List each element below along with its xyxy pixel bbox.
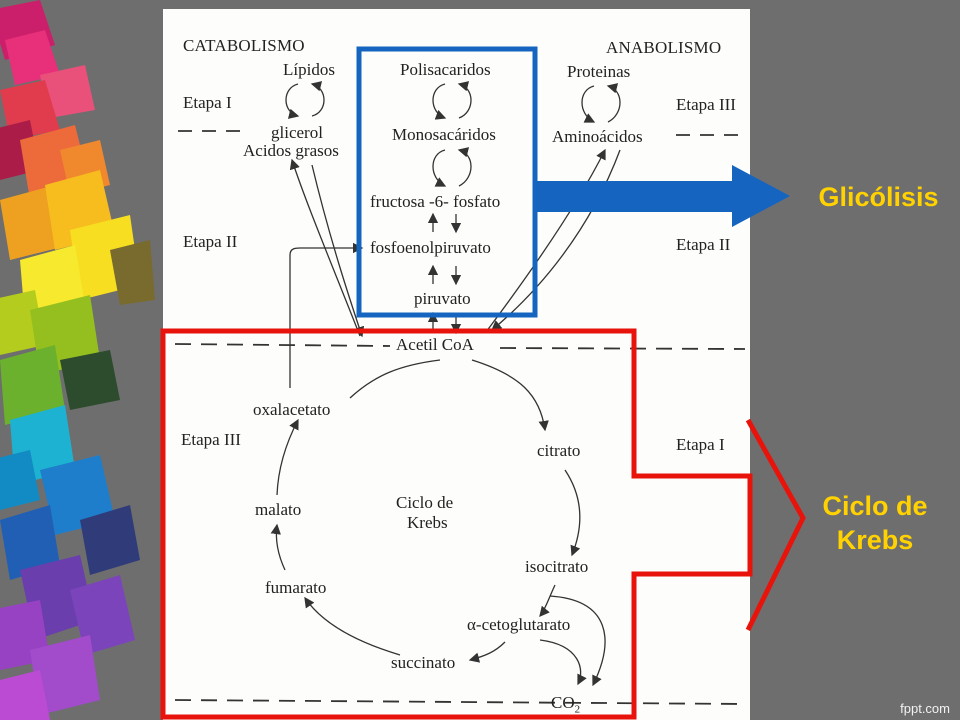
anabolismo-label: ANABOLISMO (606, 38, 722, 57)
fumarato-node: fumarato (265, 578, 327, 597)
polisacaridos-node: Polisacaridos (400, 60, 491, 79)
succinato-node: succinato (391, 653, 456, 672)
etapa-i-right: Etapa I (676, 435, 725, 454)
etapa-iii-left: Etapa III (181, 430, 241, 449)
co2-node: CO2 (551, 693, 581, 716)
aminoacidos-node: Aminoácidos (552, 127, 643, 146)
etapa-ii-left: Etapa II (183, 232, 238, 251)
oxalacetato-node: oxalacetato (253, 400, 331, 419)
acidos-grasos-node: Acidos grasos (243, 141, 339, 160)
ciclo-krebs-callout: Ciclo de Krebs (800, 489, 950, 557)
cetoglutarato-node: α-cetoglutarato (467, 615, 571, 634)
catabolismo-label: CATABOLISMO (183, 36, 305, 55)
ciclo-krebs-callout-line1: Ciclo de (822, 491, 928, 521)
diagram-page (163, 9, 750, 720)
glycolysis-arrow (535, 165, 790, 227)
acetil-coa-node: Acetil CoA (396, 335, 474, 354)
lipidos-node: Lípidos (283, 60, 335, 79)
ciclo-krebs-line1: Ciclo de (396, 493, 454, 512)
ciclo-krebs-callout-line2: Krebs (836, 525, 914, 555)
glicerol-node: glicerol (271, 123, 323, 142)
colored-cubes-decoration (0, 0, 155, 720)
glicolisis-callout: Glicólisis (818, 182, 939, 212)
ciclo-krebs-line2: Krebs (407, 513, 448, 532)
etapa-iii-right: Etapa III (676, 95, 736, 114)
piruvato-node: piruvato (414, 289, 471, 308)
fosfoenolpiruvato-node: fosfoenolpiruvato (370, 238, 491, 257)
isocitrato-node: isocitrato (525, 557, 589, 576)
etapa-i-left: Etapa I (183, 93, 232, 112)
malato-node: malato (255, 500, 302, 519)
krebs-bracket (745, 418, 806, 632)
fructosa-node: fructosa -6- fosfato (370, 192, 501, 211)
citrato-node: citrato (537, 441, 581, 460)
etapa-ii-right: Etapa II (676, 235, 731, 254)
krebs-highlight-outline (160, 328, 753, 720)
glycolysis-highlight-box (356, 46, 538, 318)
monosacaridos-node: Monosacáridos (392, 125, 496, 144)
footer-brand: fppt.com (900, 701, 950, 716)
proteinas-node: Proteinas (567, 62, 631, 81)
